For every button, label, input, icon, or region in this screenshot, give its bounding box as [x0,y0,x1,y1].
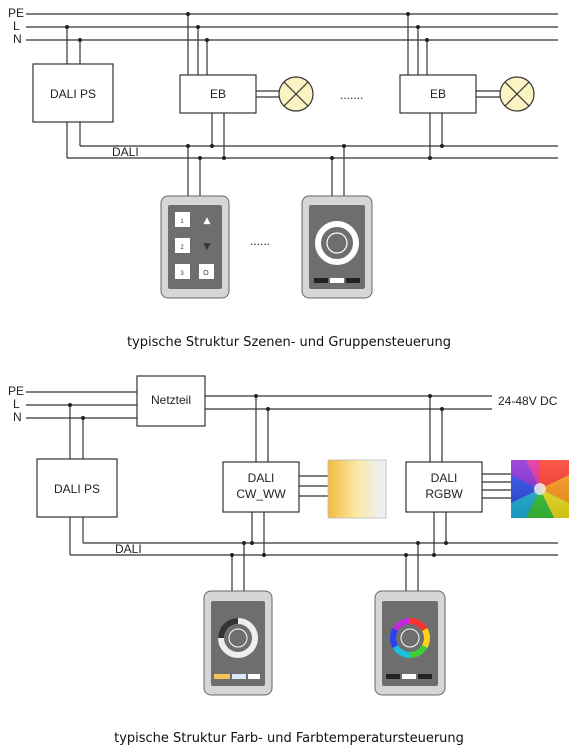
netzteil-box [136,375,206,427]
dali-bus-label-2: DALI [115,542,142,556]
eb-box-1 [179,74,257,114]
lamp-icon [499,76,535,112]
scene-control-panel: 1 ▲ 2 ▼ 3 O [160,195,230,299]
group-down-icon[interactable]: ▼ [204,242,211,252]
lamp-icon [278,76,314,112]
bus-label-l: L [13,19,20,33]
bus-label-n: N [13,32,22,46]
cw-ww-line2: CW_WW [236,487,286,501]
svg-text:3: 3 [180,271,184,277]
dali-rgbw-box [405,461,483,513]
power-icon[interactable] [326,232,348,254]
scene-button-3[interactable] [175,264,190,279]
bus-label-l-2: L [13,397,20,411]
caption-diagram-2: typische Struktur Farb- und Farbtemperat… [114,731,464,746]
group-up-icon[interactable]: ▲ [204,216,211,226]
power-icon[interactable] [228,628,248,648]
svg-text:1: 1 [180,219,184,225]
color-spectrum-icon [511,460,569,518]
color-wheel-icon[interactable] [390,618,430,658]
cct-gradient-icon [327,459,387,519]
power-icon[interactable] [400,628,420,648]
svg-text:O: O [203,270,209,277]
dali-ps-box [32,63,114,123]
bus-label-pe: PE [8,6,24,20]
netzteil-label: Netzteil [151,393,191,407]
bus-label-pe-2: PE [8,384,24,398]
cw-ww-line1: DALI [248,471,275,485]
eb-box-2 [399,74,477,114]
scene-button-1[interactable] [175,212,190,227]
power-button[interactable] [199,264,214,279]
caption-diagram-1: typische Struktur Szenen- und Gruppenste… [127,335,451,350]
touch-wheel[interactable] [315,221,359,265]
ellipsis-panels: ...... [250,234,270,248]
svg-text:2: 2 [180,245,184,251]
dali-bus-label: DALI [112,145,139,159]
dali-ps-label-2: DALI PS [54,482,100,496]
rgb-control-panel [374,590,446,696]
dali-ps-label: DALI PS [50,87,96,101]
cct-control-panel [203,590,273,696]
dali-cw-ww-box [222,461,300,513]
dimmer-wheel-panel [301,195,373,299]
scene-button-2[interactable] [175,238,190,253]
eb-label-1: EB [210,87,226,101]
bus-label-n-2: N [13,410,22,424]
diagram-scene-group-control: PE L N DALI PS DALI EB [8,6,558,350]
ellipsis-ballasts: ....... [340,88,363,102]
eb-label-2: EB [430,87,446,101]
rgbw-line1: DALI [431,471,458,485]
dc-voltage-label: 24-48V DC [498,394,558,408]
diagram-color-temperature-control: PE L N Netzteil 24-48V DC DALI PS DALI D… [8,375,569,746]
dali-ps-box-2 [36,458,118,518]
rgbw-line2: RGBW [425,487,463,501]
